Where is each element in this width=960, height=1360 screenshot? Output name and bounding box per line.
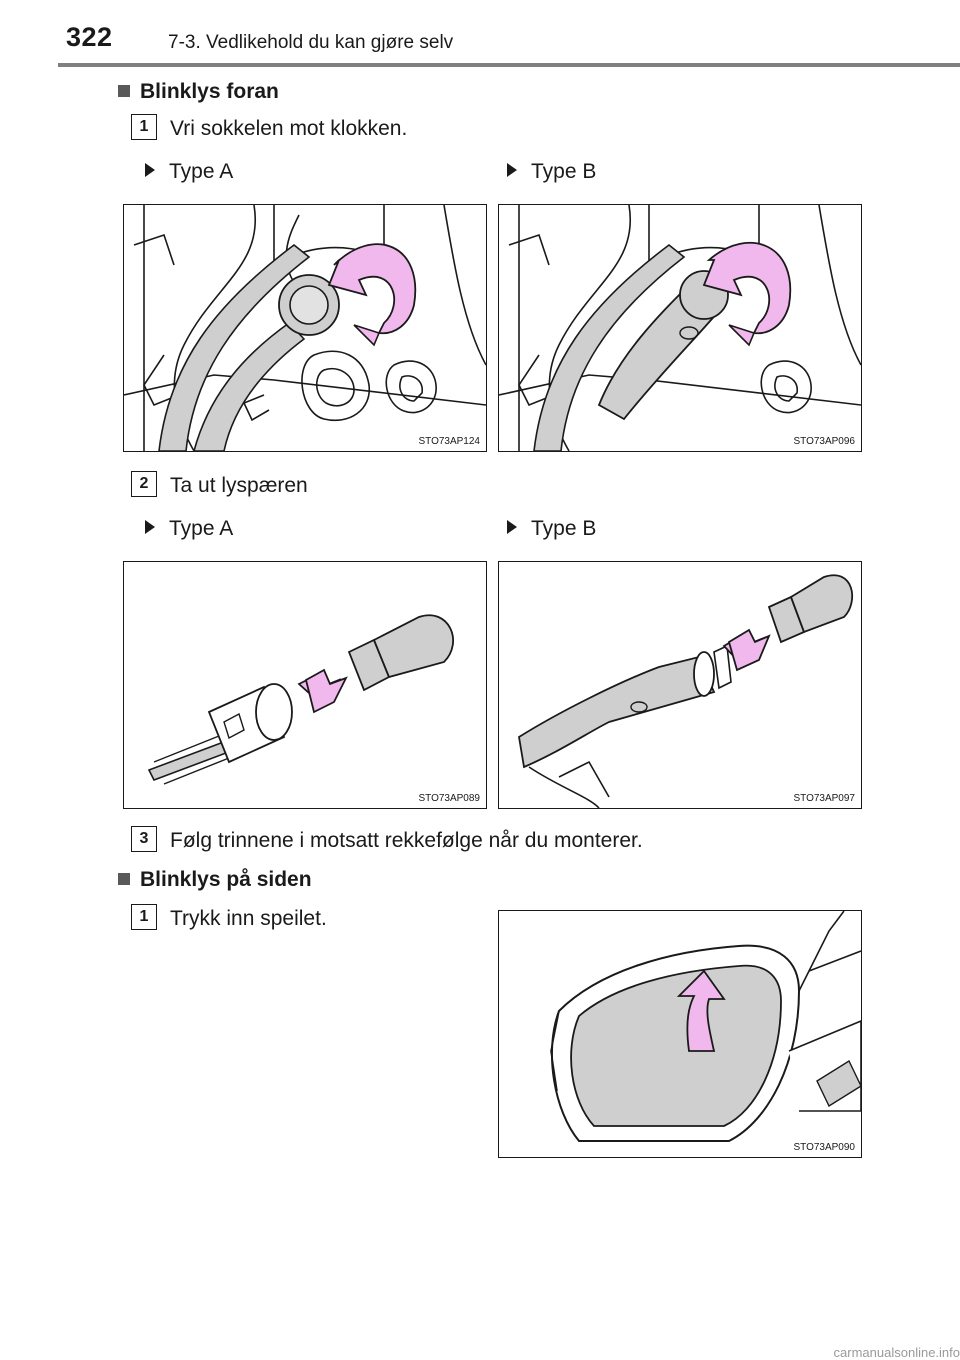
triangle-bullet-icon: [507, 520, 517, 534]
step-number-badge: 1: [131, 114, 157, 140]
bulb-removal-illustration: [518, 574, 853, 808]
type-label-text: Type A: [169, 517, 234, 540]
figure-code: STO73AP124: [418, 436, 480, 447]
section-square-icon: [118, 85, 130, 97]
type-label-b: Type B: [507, 517, 596, 541]
page-number: 322: [66, 22, 113, 52]
type-label-b: Type B: [507, 160, 596, 184]
triangle-bullet-icon: [145, 163, 155, 177]
section-title-front-indicator: Blinklys foran: [118, 80, 279, 104]
bulb-removal-illustration: [147, 614, 454, 785]
figure-code: STO73AP096: [793, 436, 855, 447]
socket-rotate-illustration: [124, 205, 486, 451]
figure-bulb-type-a: STO73AP089: [123, 561, 487, 809]
figure-socket-type-b: STO73AP096: [498, 204, 862, 452]
type-label-text: Type A: [169, 160, 234, 183]
figure-mirror-push: STO73AP090: [498, 910, 862, 1158]
chapter-title: 7-3. Vedlikehold du kan gjøre selv: [168, 32, 454, 53]
figure-bulb-type-b: STO73AP097: [498, 561, 862, 809]
step-number-badge: 1: [131, 904, 157, 930]
step-text: Følg trinnene i motsatt rekkefølge når d…: [170, 829, 643, 852]
step-text: Ta ut lyspæren: [170, 474, 308, 497]
figure-socket-type-a: STO73AP124: [123, 204, 487, 452]
section-title-text: Blinklys på siden: [140, 868, 312, 891]
step-text: Trykk inn speilet.: [170, 907, 327, 930]
figure-code: STO73AP097: [793, 793, 855, 804]
figure-code: STO73AP090: [793, 1142, 855, 1153]
step-number-badge: 2: [131, 471, 157, 497]
socket-rotate-illustration: [499, 205, 861, 451]
triangle-bullet-icon: [145, 520, 155, 534]
watermark: carmanualsonline.info: [833, 1345, 960, 1360]
section-title-side-indicator: Blinklys på siden: [118, 868, 312, 892]
type-label-a: Type A: [145, 517, 233, 541]
mirror-push-illustration: [550, 911, 861, 1142]
section-title-text: Blinklys foran: [140, 80, 279, 103]
type-label-text: Type B: [531, 160, 597, 183]
section-square-icon: [118, 873, 130, 885]
step-text: Vri sokkelen mot klokken.: [170, 117, 408, 140]
triangle-bullet-icon: [507, 163, 517, 177]
figure-code: STO73AP089: [418, 793, 480, 804]
type-label-text: Type B: [531, 517, 597, 540]
type-label-a: Type A: [145, 160, 233, 184]
header-divider: [58, 63, 960, 67]
step-number-badge: 3: [131, 826, 157, 852]
